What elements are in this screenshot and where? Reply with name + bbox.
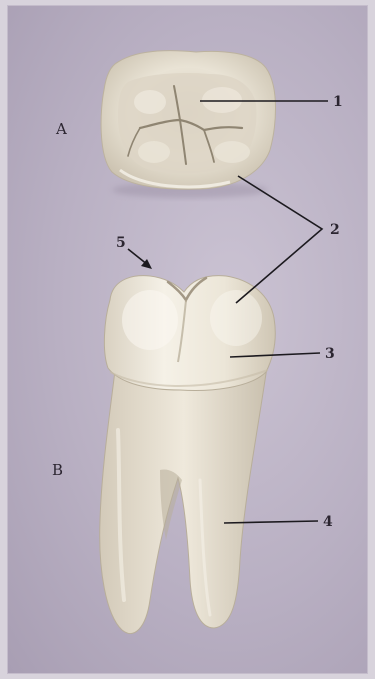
label-5: 5 [116, 235, 126, 251]
view-label-a: A [55, 120, 67, 138]
lateral-view-tooth [100, 276, 276, 634]
label-4: 4 [323, 514, 333, 530]
view-label-b: B [52, 461, 63, 479]
label-2: 2 [330, 222, 340, 238]
label-3: 3 [325, 346, 335, 362]
label-1: 1 [333, 94, 343, 110]
occlusal-view-crown [101, 51, 275, 198]
